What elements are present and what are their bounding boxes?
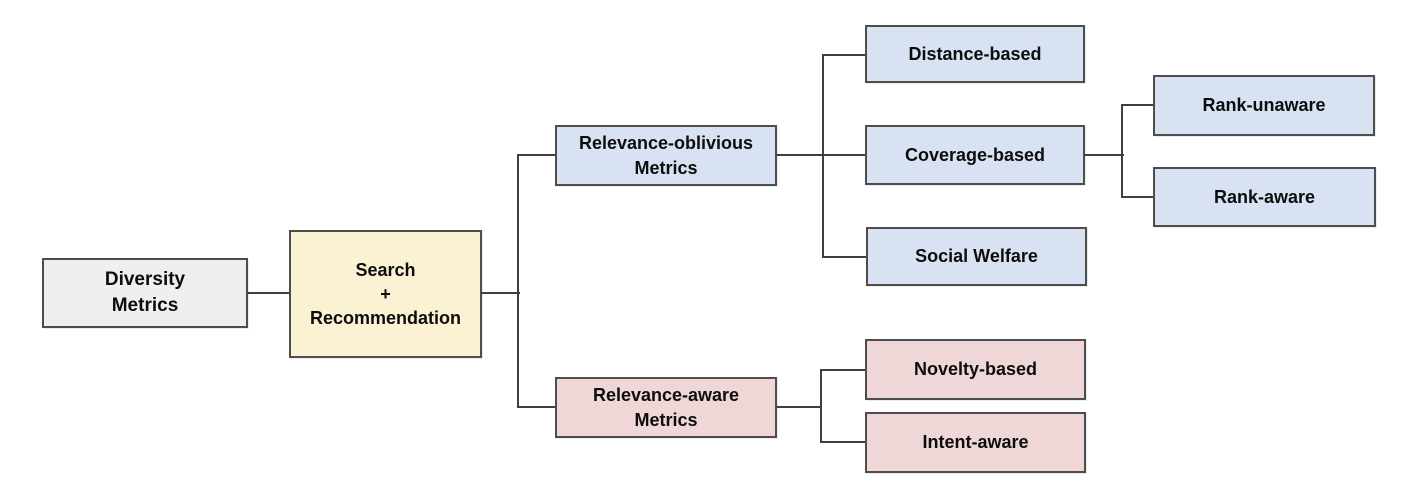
connector-stub-relevance-oblivious xyxy=(517,154,557,156)
connector-stub-rank-unaware xyxy=(1121,104,1155,106)
node-search-recommendation: Search + Recommendation xyxy=(289,230,482,358)
connector-level2-vertical xyxy=(822,54,824,258)
node-intent-aware: Intent-aware xyxy=(865,412,1086,473)
node-social-welfare: Social Welfare xyxy=(866,227,1087,286)
connector-level1-vertical xyxy=(517,154,519,408)
connector-stub-distance-based xyxy=(822,54,867,56)
node-relevance-oblivious-metrics: Relevance-oblivious Metrics xyxy=(555,125,777,186)
connector-stub-rank-aware xyxy=(1121,196,1155,198)
connector-stub-social-welfare xyxy=(822,256,868,258)
node-diversity-metrics: Diversity Metrics xyxy=(42,258,248,328)
node-coverage-based: Coverage-based xyxy=(865,125,1085,185)
connector-diversity-to-search xyxy=(246,292,292,294)
connector-aware-stub xyxy=(775,406,822,408)
connector-stub-novelty-based xyxy=(820,369,867,371)
connector-stub-relevance-aware xyxy=(517,406,557,408)
connector-level3-vertical xyxy=(1121,104,1123,198)
connector-coverage-stub xyxy=(1083,154,1124,156)
node-novelty-based: Novelty-based xyxy=(865,339,1086,400)
node-rank-unaware: Rank-unaware xyxy=(1153,75,1375,136)
node-distance-based: Distance-based xyxy=(865,25,1085,83)
connector-stub-intent-aware xyxy=(820,441,867,443)
connector-level2b-vertical xyxy=(820,369,822,443)
node-rank-aware: Rank-aware xyxy=(1153,167,1376,227)
connector-oblivious-to-coverage xyxy=(775,154,867,156)
connector-search-stub xyxy=(480,292,520,294)
node-relevance-aware-metrics: Relevance-aware Metrics xyxy=(555,377,777,438)
